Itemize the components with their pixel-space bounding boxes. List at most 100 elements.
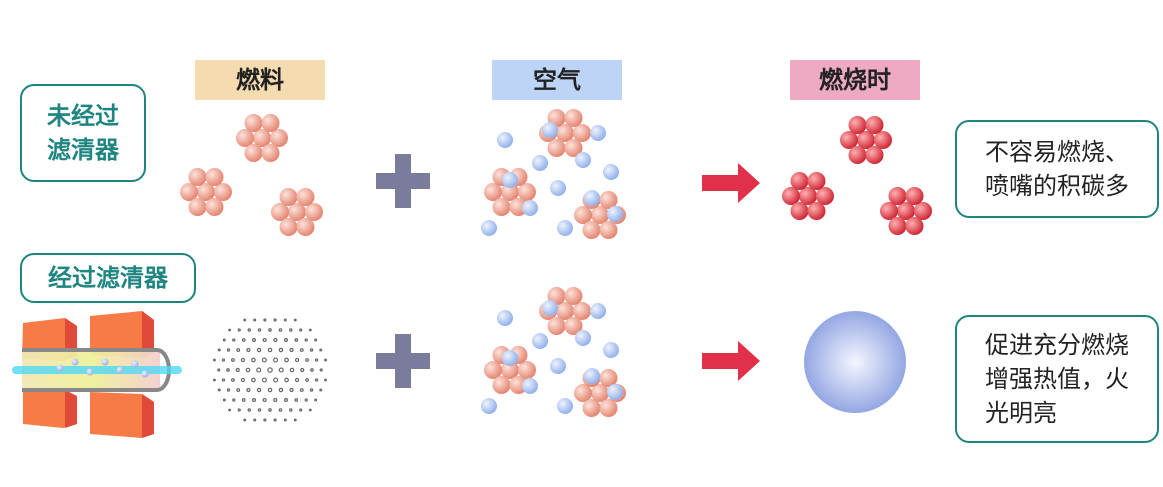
fuel-particle: [214, 183, 232, 201]
fuel-particle: [188, 198, 207, 216]
filter-pore: [304, 338, 308, 342]
fuel-particle: [574, 384, 592, 402]
filter-pore: [273, 397, 278, 403]
filter-pore: [267, 367, 273, 373]
filter-pore: [273, 337, 278, 343]
filter-pore: [273, 357, 279, 363]
soot-particle: [840, 131, 858, 149]
soot-particle: [865, 146, 884, 164]
filter-pore: [278, 328, 283, 332]
filter-pore: [314, 378, 319, 382]
filter-pore: [268, 408, 272, 412]
filter-pore: [235, 367, 240, 373]
filter-pore: [324, 378, 327, 382]
unfiltered-result: 不容易燃烧、 喷嘴的积碳多: [955, 120, 1159, 218]
air-particle: [532, 333, 548, 349]
air-particle: [542, 122, 558, 138]
filter-pore: [226, 388, 231, 392]
filter-pore: [268, 328, 272, 332]
filter-pore: [213, 378, 216, 382]
fuel-particle: [547, 139, 566, 157]
filter-pore: [273, 418, 277, 422]
filter-pore: [294, 338, 299, 342]
fuel-particle: [484, 361, 502, 379]
air-particle: [86, 368, 94, 376]
filter-pore: [308, 408, 312, 412]
filter-pore: [221, 358, 226, 362]
fuel-particle: [582, 221, 601, 239]
air-particle: [584, 190, 600, 206]
filter-pore: [273, 318, 277, 322]
fuel-particle: [197, 183, 215, 201]
filter-pore: [246, 387, 251, 393]
filter-pore: [305, 358, 309, 362]
clean-combustion-sphere: [804, 311, 906, 413]
label-line: 经过滤清器: [48, 264, 168, 292]
filter-pore: [309, 388, 314, 392]
air-particle: [141, 370, 149, 378]
soot-particle: [807, 202, 826, 220]
air-filter-illustration: [12, 311, 182, 438]
fuel-particle: [261, 114, 280, 132]
filter-pore: [284, 398, 288, 402]
plus-icon: [376, 154, 430, 208]
filter-pore: [284, 357, 289, 363]
soot-particle: [782, 187, 800, 205]
fuel-particle: [270, 129, 288, 147]
label-line: 未经过: [47, 102, 119, 130]
fuel-particle: [205, 198, 224, 216]
filter-pore: [263, 318, 267, 322]
fuel-particle: [296, 218, 315, 236]
filter-pore: [294, 377, 300, 383]
fuel-particle: [205, 168, 224, 186]
fuel-particle: [599, 369, 618, 387]
filter-pore: [246, 347, 251, 353]
filter-pore: [284, 377, 289, 383]
soot-particle: [888, 217, 907, 235]
filter-pore: [251, 377, 256, 383]
filter-pore: [314, 338, 318, 342]
fuel-header: 燃料: [195, 60, 325, 100]
air-particle: [131, 360, 139, 368]
filter-pore: [283, 418, 287, 422]
filter-pore: [228, 408, 232, 412]
fuel-particle: [556, 124, 574, 142]
filter-pore: [240, 377, 246, 383]
soot-particle: [848, 146, 867, 164]
result-line: 喷嘴的积碳多: [985, 172, 1129, 200]
fuel-particle: [253, 129, 271, 147]
soot-particle: [865, 116, 884, 134]
filter-pore: [289, 328, 293, 332]
filter-pore: [256, 387, 262, 393]
fuel-particle: [288, 203, 306, 221]
fuel-particle: [305, 203, 323, 221]
filter-pore: [293, 318, 297, 322]
fuel-particle: [518, 361, 536, 379]
air-particle: [550, 358, 566, 374]
filter-pore: [213, 358, 216, 362]
filter-pore: [308, 328, 312, 332]
fuel-particle: [599, 191, 618, 209]
filter-pore: [278, 367, 284, 373]
fuel-particle: [271, 203, 289, 221]
air-particle: [497, 310, 513, 326]
fuel-particle: [484, 183, 502, 201]
filter-pore: [228, 328, 232, 332]
soot-particle: [790, 202, 809, 220]
filter-pore: [299, 388, 304, 392]
filter-pore: [261, 357, 267, 363]
filter-pore: [262, 397, 267, 403]
filter-pore: [299, 408, 303, 412]
fuel-particle: [556, 302, 574, 320]
filter-pore: [262, 337, 267, 343]
filter-pore: [231, 358, 235, 362]
filter-pore: [310, 368, 314, 372]
air-particle: [116, 366, 124, 374]
filter-pore: [222, 338, 226, 342]
filter-pore: [278, 408, 283, 412]
filter-pore: [217, 388, 221, 392]
filter-pore: [253, 418, 257, 422]
filter-pore: [222, 398, 226, 402]
fuel-particle: [236, 129, 254, 147]
